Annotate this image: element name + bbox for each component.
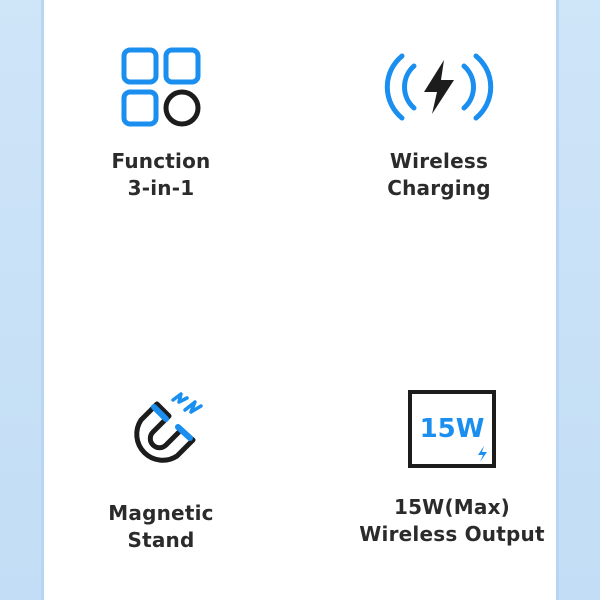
grid-circle-icon [121,47,201,127]
left-side-panel [0,0,44,600]
feature-function-3in1: Function 3-in-1 [51,44,271,202]
power-15w-icon: 15W [408,390,496,468]
feature-label-line1: Function [111,149,211,173]
feature-label-line2: Stand [127,528,195,552]
power-badge-text: 15W [420,414,485,444]
feature-label-line1: Magnetic [108,501,214,525]
feature-15w-output: 15W 15W(Max) Wireless Output [327,382,577,548]
feature-label: Magnetic Stand [51,500,271,554]
wireless-bolt-icon [384,53,494,121]
right-side-panel [556,0,600,600]
feature-label: Wireless Charging [329,148,549,202]
feature-label-line2: Charging [387,176,491,200]
feature-label-line2: Wireless Output [359,522,545,546]
feature-magnetic-stand: Magnetic Stand [51,382,271,554]
feature-label: Function 3-in-1 [51,148,271,202]
feature-wireless-charging: Wireless Charging [329,44,549,202]
feature-label-line2: 3-in-1 [127,176,195,200]
magnet-icon [134,392,203,463]
feature-label-line1: 15W(Max) [393,495,511,519]
feature-label: 15W(Max) Wireless Output [327,494,577,548]
feature-label-line1: Wireless [389,149,489,173]
